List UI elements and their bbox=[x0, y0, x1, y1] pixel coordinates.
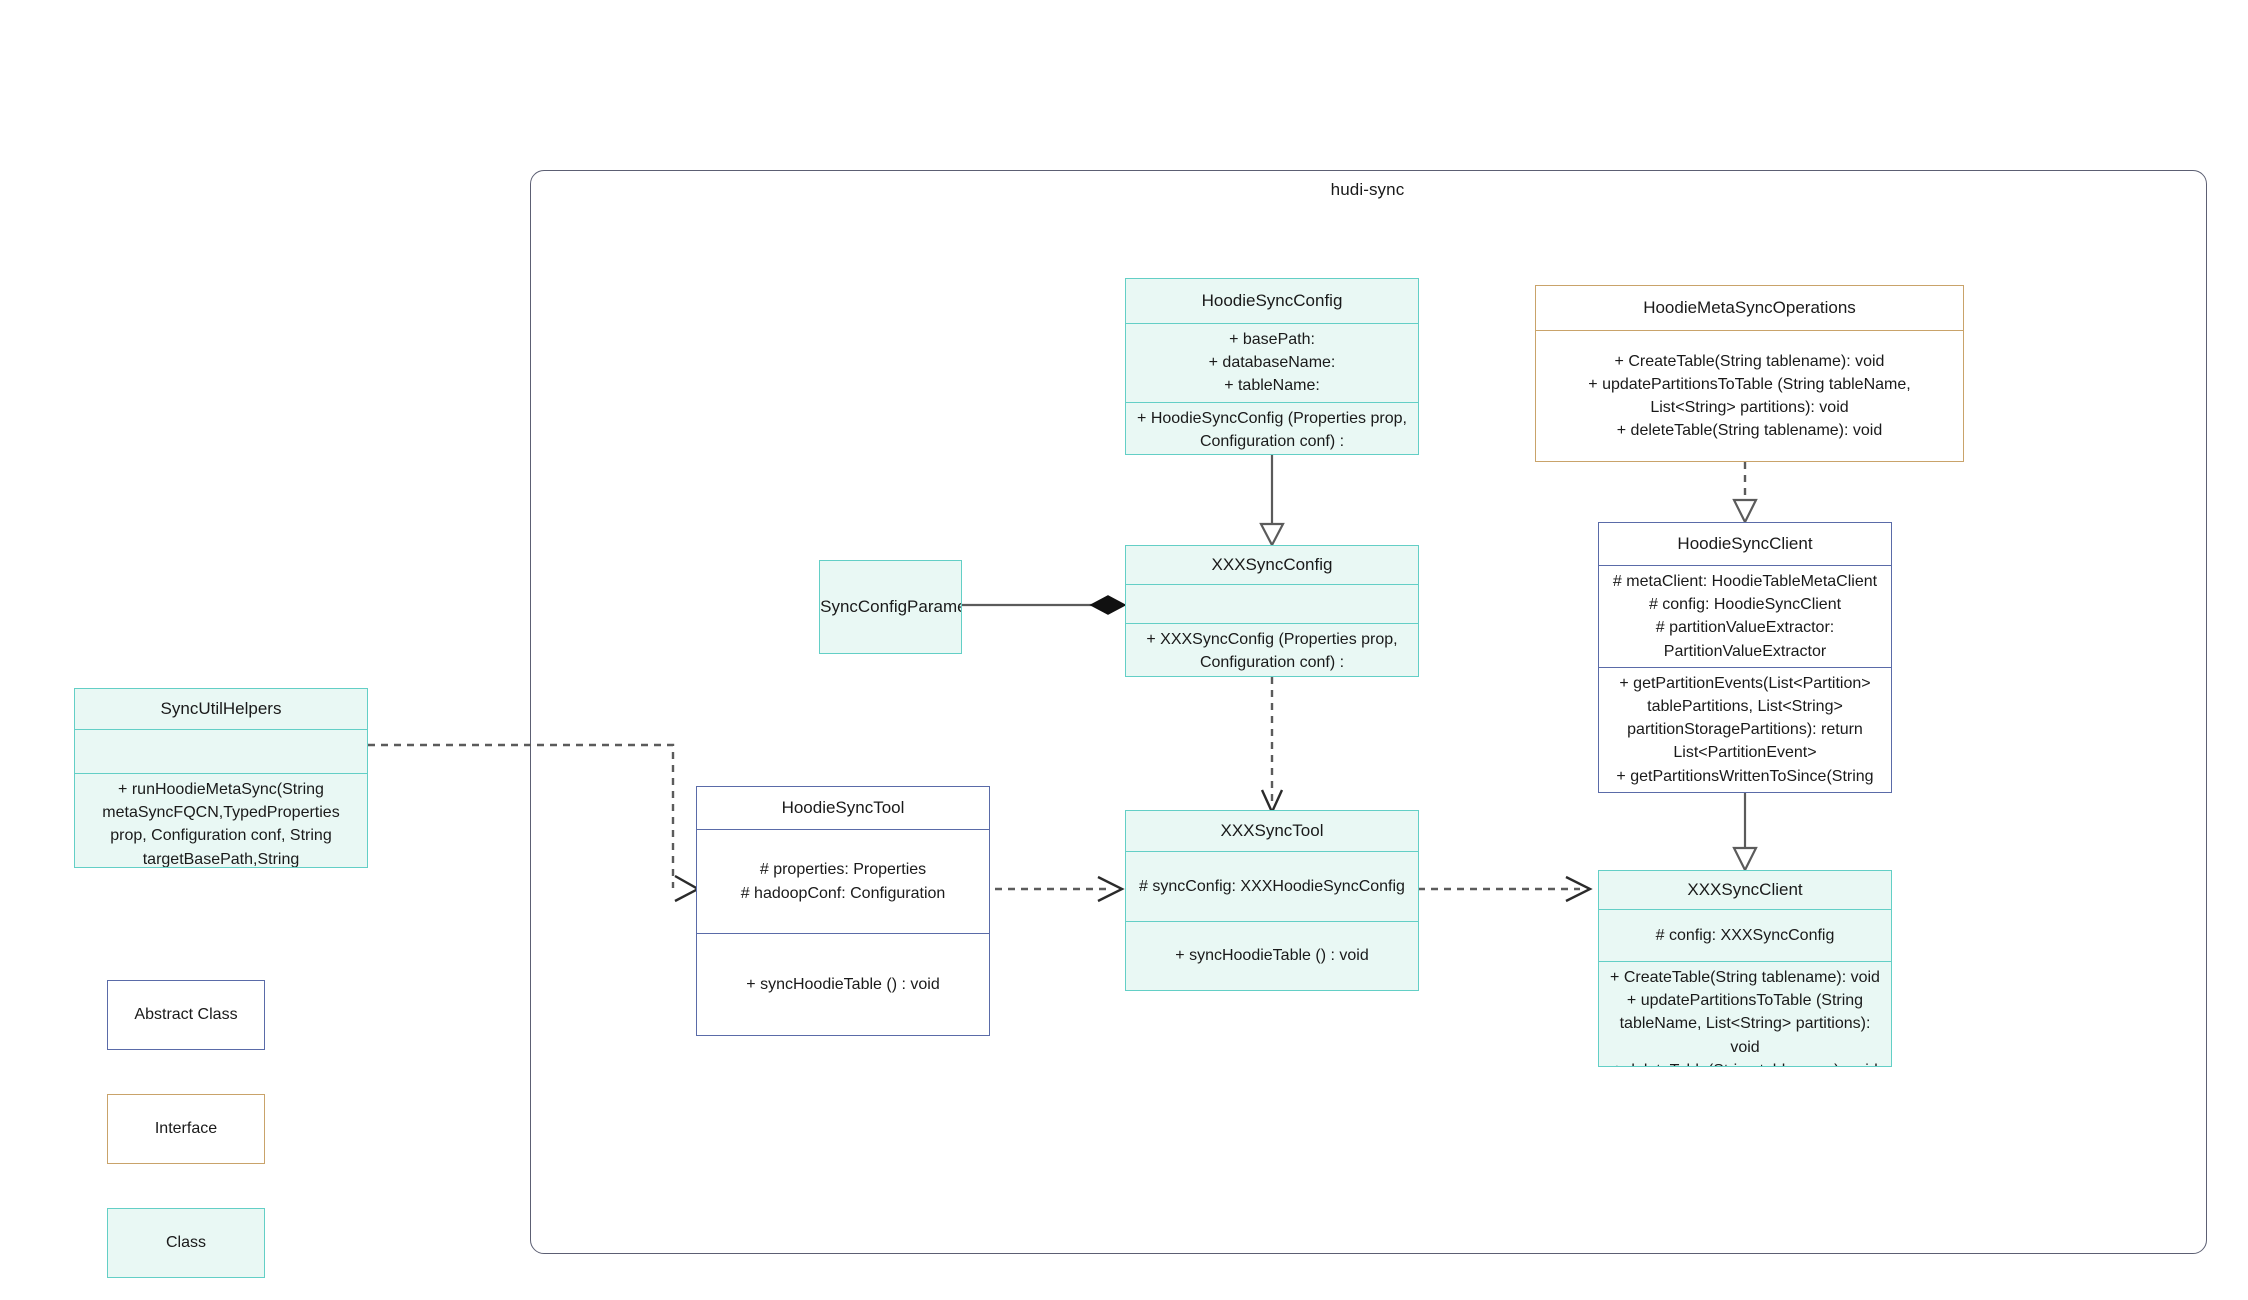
class-attributes: # metaClient: HoodieTableMetaClient # co… bbox=[1599, 565, 1891, 667]
class-attributes bbox=[1126, 584, 1418, 623]
class-name: XXXSyncClient bbox=[1687, 879, 1803, 899]
class-name: XXXSyncConfig bbox=[1211, 554, 1333, 574]
package-title: hudi-sync bbox=[1330, 180, 1405, 199]
legend-label: Abstract Class bbox=[134, 1006, 238, 1023]
legend-class: Class bbox=[107, 1208, 265, 1278]
class-attributes: # config: XXXSyncConfig bbox=[1599, 909, 1891, 961]
class-sync-util-helpers[interactable]: SyncUtilHelpers + runHoodieMetaSync(Stri… bbox=[74, 688, 368, 868]
class-operations: + HoodieSyncConfig (Properties prop, Con… bbox=[1126, 401, 1418, 454]
class-name: HoodieSyncTool bbox=[781, 797, 905, 817]
class-operations: + runHoodieMetaSync(String metaSyncFQCN,… bbox=[75, 773, 367, 867]
class-name: HoodieSyncClient bbox=[1677, 533, 1813, 553]
class-attributes: # properties: Properties # hadoopConf: C… bbox=[697, 829, 989, 933]
class-operations: + getPartitionEvents(List<Partition> tab… bbox=[1599, 666, 1891, 792]
class-name: HoodieSyncConfig bbox=[1201, 290, 1343, 310]
legend-interface: Interface bbox=[107, 1094, 265, 1164]
interface-name: HoodieMetaSyncOperations bbox=[1643, 297, 1856, 317]
class-name: XXXSyncTool bbox=[1220, 820, 1324, 840]
class-xxx-sync-config[interactable]: XXXSyncConfig + XXXSyncConfig (Propertie… bbox=[1125, 545, 1419, 677]
class-attributes: # syncConfig: XXXHoodieSyncConfig bbox=[1126, 851, 1418, 921]
class-xxx-sync-client[interactable]: XXXSyncClient # config: XXXSyncConfig + … bbox=[1598, 870, 1892, 1067]
class-name: SyncUtilHelpers bbox=[160, 698, 282, 718]
class-operations: + CreateTable(String tablename): void + … bbox=[1599, 961, 1891, 1066]
class-xxx-sync-config-parameters[interactable]: XXXSyncConfigParameters bbox=[819, 560, 962, 654]
interface-hoodie-meta-sync-operations[interactable]: HoodieMetaSyncOperations + CreateTable(S… bbox=[1535, 285, 1964, 462]
class-xxx-sync-tool[interactable]: XXXSyncTool # syncConfig: XXXHoodieSyncC… bbox=[1125, 810, 1419, 991]
class-attributes: + basePath: + databaseName: + tableName: bbox=[1126, 323, 1418, 402]
abstract-class-hoodie-sync-client[interactable]: HoodieSyncClient # metaClient: HoodieTab… bbox=[1598, 522, 1892, 793]
package-hudi-sync bbox=[530, 170, 2207, 1254]
class-attributes bbox=[75, 729, 367, 773]
interface-operations: + CreateTable(String tablename): void + … bbox=[1536, 330, 1963, 461]
class-operations: + syncHoodieTable () : void bbox=[1126, 921, 1418, 990]
class-operations: + syncHoodieTable () : void bbox=[697, 933, 989, 1035]
class-name: XXXSyncConfigParameters bbox=[820, 596, 961, 616]
class-operations: + XXXSyncConfig (Properties prop, Config… bbox=[1126, 623, 1418, 676]
abstract-class-hoodie-sync-tool[interactable]: HoodieSyncTool # properties: Properties … bbox=[696, 786, 990, 1036]
legend-label: Interface bbox=[154, 1120, 218, 1137]
legend-abstract-class: Abstract Class bbox=[107, 980, 265, 1050]
class-hoodie-sync-config[interactable]: HoodieSyncConfig + basePath: + databaseN… bbox=[1125, 278, 1419, 455]
legend-label: Class bbox=[165, 1234, 206, 1251]
